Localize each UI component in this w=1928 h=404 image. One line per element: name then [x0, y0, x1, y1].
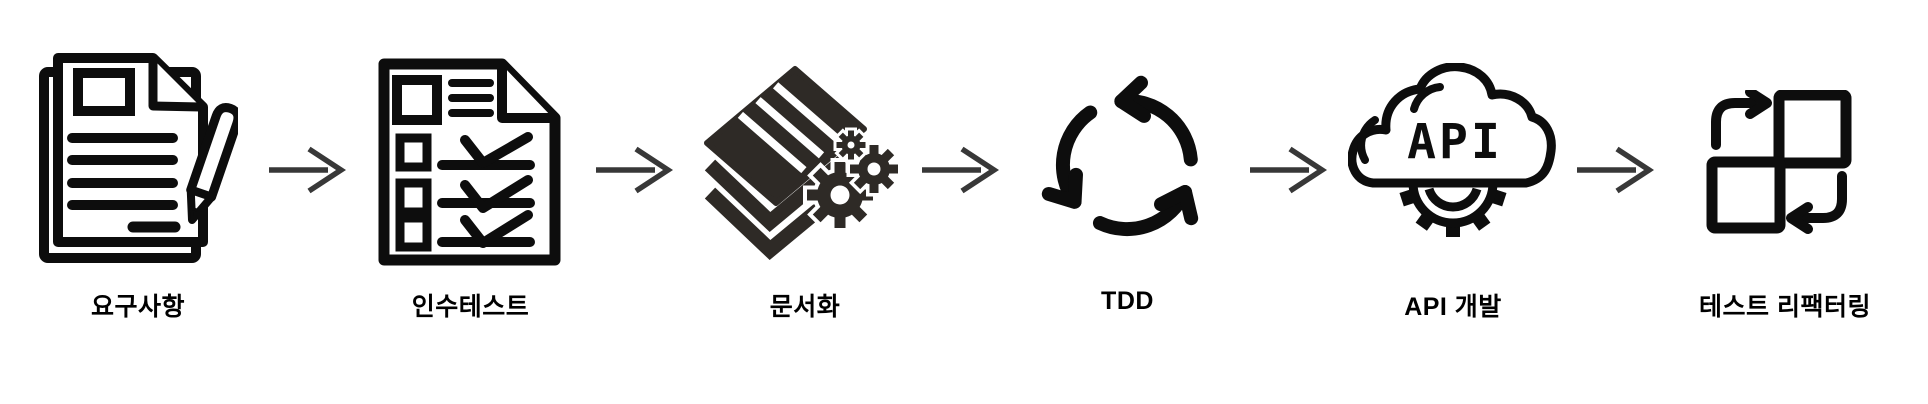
api-text: API — [1407, 114, 1503, 170]
pencil-icon — [186, 103, 238, 224]
stage-label-api-development: API 개발 — [1404, 293, 1502, 321]
flow-arrow — [1245, 142, 1331, 198]
stage-requirements: 요구사항 — [38, 50, 238, 323]
stage-documentation: 문서화 — [700, 50, 910, 323]
stage-label-tdd: TDD — [1101, 287, 1154, 315]
gear-icon — [833, 127, 869, 163]
stage-test-refactoring: 테스트 리팩터링 — [1699, 50, 1870, 323]
stage-label-documentation: 문서화 — [769, 293, 841, 321]
documentation-layers-icon — [700, 50, 910, 275]
acceptance-checklist-icon — [378, 50, 563, 275]
stage-tdd: TDD — [1040, 50, 1215, 316]
test-refactoring-swap-icon — [1705, 50, 1865, 275]
tdd-cycle-icon — [1040, 50, 1215, 275]
api-cloud-gear-icon: API — [1348, 50, 1558, 275]
stage-label-test-refactoring: 테스트 리팩터링 — [1699, 293, 1871, 321]
requirements-document-icon — [38, 50, 238, 275]
flow-arrow — [264, 142, 350, 198]
gear-icon — [846, 141, 902, 197]
stage-acceptance-test: 인수테스트 — [378, 50, 563, 323]
flow-arrow — [1572, 142, 1658, 198]
stage-api-development: API API 개발 — [1348, 50, 1558, 323]
stage-label-requirements: 요구사항 — [90, 293, 185, 321]
stage-label-acceptance-test: 인수테스트 — [411, 293, 530, 321]
flow-arrow — [591, 142, 677, 198]
flow-arrow — [917, 142, 1003, 198]
